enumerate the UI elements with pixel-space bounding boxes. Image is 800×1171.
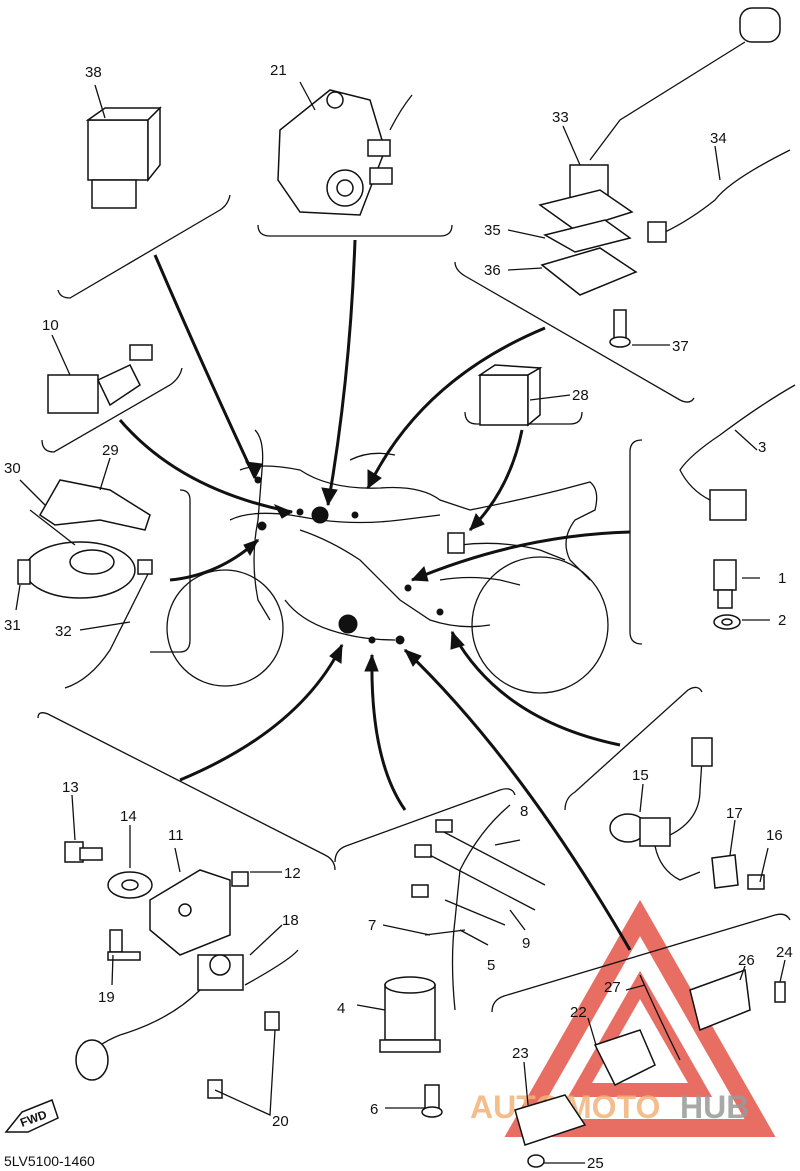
rear-wheel (471, 556, 609, 694)
callout-25: 25 (587, 1155, 604, 1171)
callout-27: 27 (604, 979, 621, 996)
callout-7: 7 (368, 917, 376, 934)
callout-31: 31 (4, 617, 21, 634)
leader-lines (15, 81, 786, 1164)
callout-30: 30 (4, 460, 21, 477)
callout-33: 33 (552, 109, 569, 126)
callout-23: 23 (512, 1045, 529, 1062)
part-22-23-26-27 (514, 968, 786, 1168)
part-15-sensor (609, 737, 713, 881)
part-37-screw (609, 309, 631, 348)
callout-8: 8 (520, 803, 528, 820)
part-38-relay (85, 106, 162, 209)
part-29-30-horn (24, 479, 151, 599)
callout-37: 37 (672, 338, 689, 355)
pointer-arrows (118, 239, 632, 951)
callout-38: 38 (85, 64, 102, 81)
part-11-plate (149, 869, 231, 956)
callout-18: 18 (282, 912, 299, 929)
watermark-hub: HUB (680, 1089, 749, 1125)
callout-16: 16 (766, 827, 783, 844)
callout-1: 1 (778, 570, 786, 587)
callout-34: 34 (710, 130, 727, 147)
fwd-indicator: FWD (4, 1099, 59, 1133)
callout-21: 21 (270, 62, 287, 79)
part-32-band (64, 559, 153, 689)
part-18-pickup (75, 949, 299, 1081)
callout-32: 32 (55, 623, 72, 640)
part-3-lead (679, 384, 796, 521)
callout-4: 4 (337, 1000, 345, 1017)
part-21-starter-relay (277, 89, 413, 216)
callouts: 1 2 3 4 5 6 7 8 9 10 11 12 13 14 15 16 1… (4, 62, 793, 1171)
callout-10: 10 (42, 317, 59, 334)
callout-14: 14 (120, 808, 137, 825)
motorcycle-outline (166, 429, 609, 694)
callout-9: 9 (522, 935, 530, 952)
part-6-bolt (421, 1084, 443, 1118)
part-13-bolt (64, 841, 103, 863)
part-14-washer (107, 871, 153, 899)
callout-22: 22 (570, 1004, 587, 1021)
callout-11: 11 (168, 827, 184, 844)
part-31-bolt (17, 559, 31, 585)
part-19-screw (107, 929, 141, 961)
callout-19: 19 (98, 989, 115, 1006)
part-2-washer (713, 614, 741, 630)
part-20-clamps (207, 1011, 280, 1099)
callout-2: 2 (778, 612, 786, 629)
part-16-screw (747, 874, 765, 890)
callout-26: 26 (738, 952, 755, 969)
part-4-relay (379, 976, 441, 1053)
callout-29: 29 (102, 442, 119, 459)
callout-35: 35 (484, 222, 501, 239)
callout-15: 15 (632, 767, 649, 784)
callout-6: 6 (370, 1101, 378, 1118)
part-34-lead (647, 149, 791, 243)
callout-13: 13 (62, 779, 79, 796)
callout-24: 24 (776, 944, 793, 961)
callout-5: 5 (487, 957, 495, 974)
part-5-9-leads (411, 804, 546, 1011)
part-28-relay (477, 364, 543, 427)
part-33-fuel-sender (538, 7, 781, 296)
diagram-code: 5LV5100-1460 (4, 1153, 95, 1169)
callout-17: 17 (726, 805, 743, 822)
part-10-switch (47, 344, 153, 414)
part-12-cap (231, 871, 249, 887)
callout-3: 3 (758, 439, 766, 456)
callout-12: 12 (284, 865, 301, 882)
part-1-sensor (713, 559, 737, 609)
callout-28: 28 (572, 387, 589, 404)
callout-20: 20 (272, 1113, 289, 1130)
front-wheel (166, 569, 284, 687)
part-17-clamp (711, 854, 739, 889)
group-brackets (37, 194, 791, 1013)
callout-36: 36 (484, 262, 501, 279)
